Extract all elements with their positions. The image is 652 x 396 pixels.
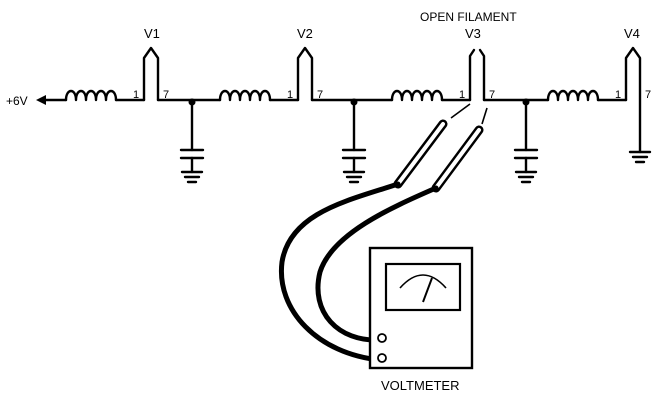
meter-needle (422, 277, 433, 303)
supply-label: +6V (6, 94, 28, 108)
bypass-capacitor-2 (341, 100, 367, 184)
tube-v1-filament (142, 46, 160, 102)
v4-pin-left-label: 1 (615, 89, 621, 101)
v1-pin-left-label: 1 (133, 89, 139, 101)
tube-label-v4: V4 (624, 26, 640, 41)
v2-pin-left-label: 1 (287, 89, 293, 101)
choke-coil-2 (218, 89, 272, 102)
ground-symbol-v4 (628, 150, 652, 164)
tube-v4-filament (624, 46, 642, 154)
bypass-capacitor-3 (513, 100, 539, 184)
meter-terminal-2 (377, 353, 387, 363)
v3-pin-right-label: 7 (489, 89, 495, 101)
choke-coil-1 (64, 89, 118, 102)
v2-pin-right-label: 7 (317, 89, 323, 101)
supply-arrow (36, 95, 68, 105)
test-probe-2 (431, 107, 488, 193)
open-filament-label: OPEN FILAMENT (420, 10, 517, 24)
tube-v3-open-filament (468, 48, 486, 102)
tube-label-v2: V2 (297, 26, 313, 41)
tube-label-v3: V3 (465, 26, 481, 41)
test-lead-outer (278, 181, 401, 363)
tube-label-v1: V1 (144, 26, 160, 41)
choke-coil-4 (546, 89, 600, 102)
v3-pin-left-label: 1 (459, 89, 465, 101)
meter-terminal-1 (377, 333, 387, 343)
v1-pin-right-label: 7 (163, 89, 169, 101)
bypass-capacitor-1 (179, 100, 205, 184)
choke-coil-3 (390, 89, 444, 102)
test-probe-1 (393, 103, 471, 189)
test-lead-inner (315, 185, 439, 343)
tube-v2-filament (296, 46, 314, 102)
meter-face (384, 262, 462, 312)
voltmeter (368, 246, 474, 370)
v4-pin-right-label: 7 (645, 89, 651, 101)
voltmeter-label: VOLTMETER (381, 378, 460, 393)
meter-scale-arc (399, 274, 447, 289)
